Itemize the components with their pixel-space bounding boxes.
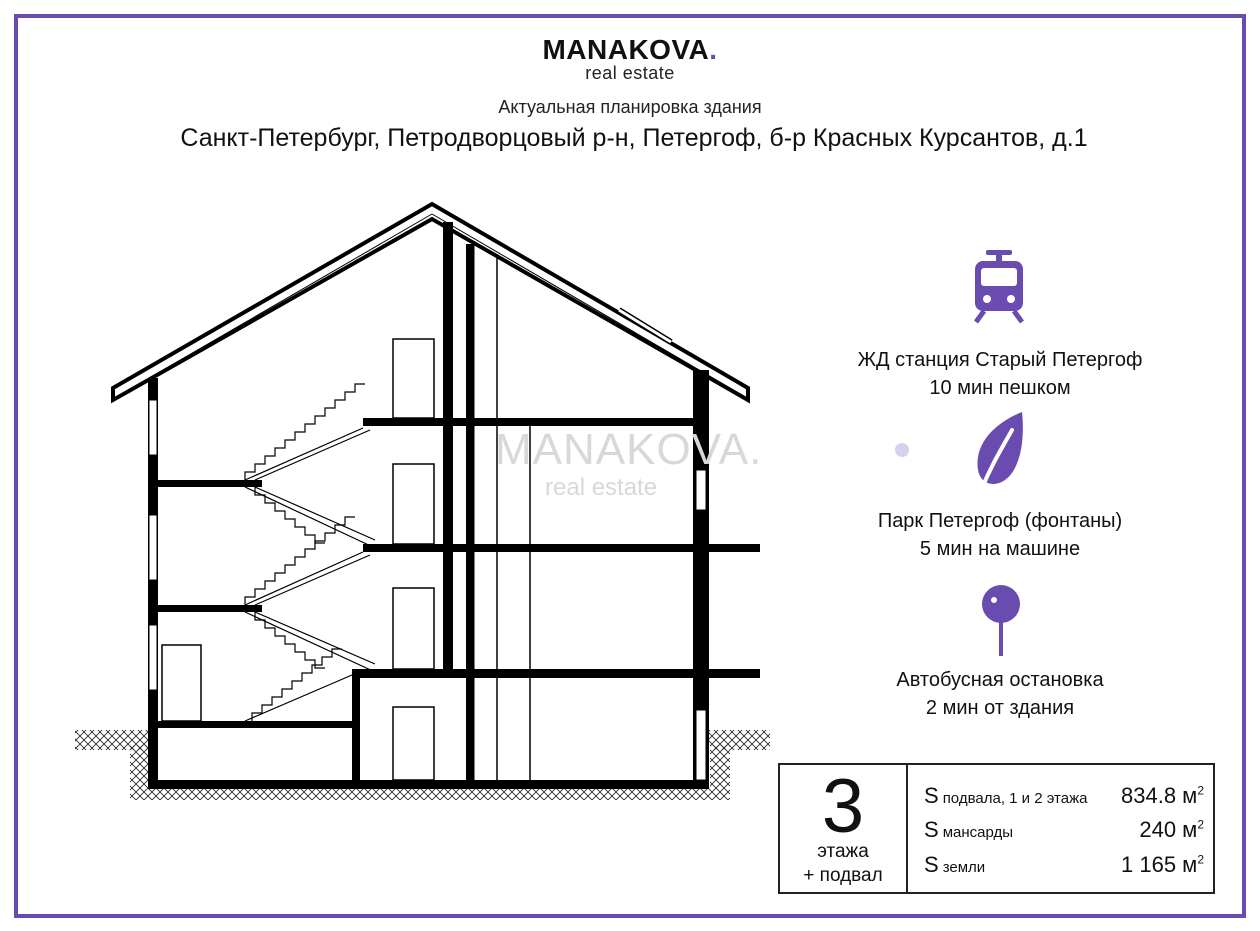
door (161, 644, 202, 722)
brand-dot: . (709, 34, 718, 65)
stairs (244, 383, 376, 722)
poi-park: Парк Петергоф (фонтаны) 5 мин на машине (790, 507, 1210, 563)
door (392, 463, 435, 545)
brand-subtitle: real estate (585, 63, 675, 83)
poi-railway-station: ЖД станция Старый Петергоф 10 мин пешком (790, 346, 1210, 402)
door (392, 706, 435, 781)
floor-slab-0 (352, 669, 760, 678)
watermark-subtitle: real estate (545, 474, 658, 501)
poi-detail: 2 мин от здания (925, 697, 1075, 719)
foundation-floor (148, 780, 709, 789)
poi-title: Автобусная остановка (896, 669, 1104, 691)
floor-slab-2 (363, 418, 693, 426)
door (392, 338, 435, 419)
poi-title: Парк Петергоф (фонтаны) (877, 510, 1123, 532)
page-frame (14, 14, 1246, 918)
building-section-diagram (75, 201, 770, 800)
page-subtitle: Актуальная планировка здания (498, 97, 762, 117)
leaf-icon (977, 412, 1023, 490)
tram-icon (973, 250, 1025, 324)
area-symbol: S (924, 852, 939, 877)
basement-label: + подвал (803, 865, 883, 886)
area-value: 834.8 м2 (1121, 783, 1204, 808)
watermark: MANAKOVA. (495, 425, 763, 474)
area-value: 240 м2 (1139, 817, 1204, 842)
door (392, 587, 435, 670)
area-symbol: S (924, 817, 939, 842)
brand-name: MANAKOVA (542, 34, 710, 65)
area-label: земли (942, 859, 986, 876)
poi-bus-stop: Автобусная остановка 2 мин от здания (790, 666, 1210, 722)
left-wall (148, 378, 158, 788)
ground-hatch-right (707, 730, 770, 750)
poi-detail: 10 мин пешком (929, 377, 1071, 399)
floors-label: этажа (817, 841, 869, 862)
roof (111, 201, 750, 404)
area-value: 1 165 м2 (1121, 852, 1204, 877)
floor-slab-1 (363, 544, 760, 552)
floors-count: 3 (821, 764, 865, 849)
map-pin-icon (982, 585, 1020, 656)
area-label: мансарды (942, 824, 1013, 841)
area-label: подвала, 1 и 2 этажа (942, 790, 1088, 807)
central-column (443, 222, 453, 672)
area-symbol: S (924, 783, 939, 808)
page-title-address: Санкт-Петербург, Петродворцовый р-н, Пет… (180, 124, 1088, 152)
poi-detail: 5 мин на машине (919, 538, 1081, 560)
brand-logo: MANAKOVA. (0, 34, 1260, 66)
floors-summary: 3 этажа + подвал (780, 765, 908, 892)
bullet-dot (895, 443, 909, 457)
poi-title: ЖД станция Старый Петергоф (857, 349, 1143, 371)
